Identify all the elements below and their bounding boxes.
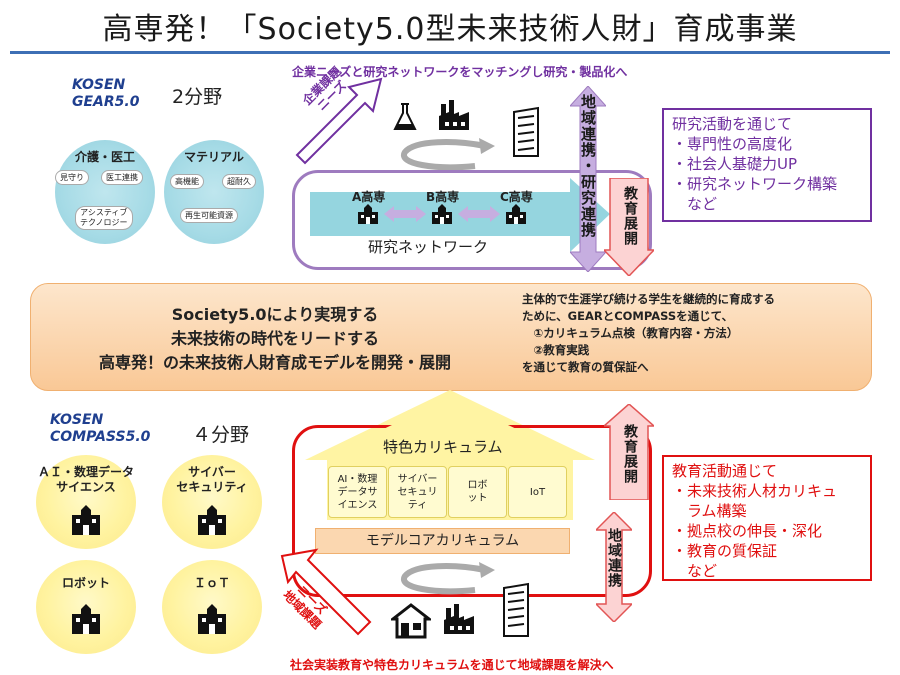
office-building-icon [503,582,529,637]
school-c-label: C高専 [500,190,533,204]
research-network-label: 研究ネットワーク [368,238,489,256]
edu-expand-top-label: 教育展開 [622,186,638,246]
office-building-icon [513,106,539,157]
tag-renewable: 再生可能資源 [180,208,238,223]
center-goal-text: Society5.0により実現する 未来技術の時代をリードする 高専発！の未来技… [98,305,451,372]
title-underline [10,51,890,54]
cluster-care-title: 介護・医工 [74,150,135,164]
school-b-icon [432,204,452,224]
gear-cluster-material: マテリアル 高機能 超耐久 再生可能資源 [164,140,264,244]
curriculum-robot: ロボット [448,466,507,518]
model-core-curriculum: モデルコアカリキュラム [315,528,570,554]
school-c-icon [506,204,526,224]
factory-icon [439,100,469,130]
regional-research-arrow [570,86,606,272]
tag-high-function: 高機能 [170,174,204,189]
center-quality-text: 主体的で生涯学び続ける学生を継続的に育成する ために、GEARとCOMPASSを… [522,292,775,374]
tag-durable: 超耐久 [222,174,256,189]
school-a-icon [358,204,378,224]
curriculum-ai: AI・数理データサイエンス [328,466,387,518]
regional-needs-arrow [280,548,372,636]
research-activity-box: 研究活動を通じて ・専門性の高度化 ・社会人基礎力UP ・研究ネットワーク構築 … [662,108,872,222]
field-iot: ＩｏＴ [162,560,262,654]
center-goal-box [30,283,872,391]
gear-fields-count: 2分野 [172,86,223,108]
field-ai-data-science: ＡＩ・数理データサイエンス [36,455,136,549]
regional-research-label: 地域連携・研究連携 [579,94,597,238]
top-banner: 企業ニーズと研究ネットワークをマッチングし研究・製品化へ [292,65,628,79]
corporate-needs-arrow [295,77,383,165]
cycle-arrow-top [400,138,495,171]
house-icon [391,603,431,639]
bottom-banner: 社会実装教育や特色カリキュラムを通じて地域課題を解決へ [290,658,614,672]
curriculum-iot: IoT [508,466,567,518]
education-activity-box: 教育活動通じて ・未来技術人材カリキュ ラム構築 ・拠点校の伸長・深化 ・教育の… [662,455,872,581]
cluster-material-title: マテリアル [184,150,244,164]
cycle-arrow-bottom [400,562,495,595]
compass-fields-count: ４分野 [192,424,250,446]
school-b-label: B高専 [426,190,460,204]
regional-arrow [596,512,632,622]
curriculum-title: 特色カリキュラム [383,438,503,456]
school-building-icon [198,505,226,535]
school-building-icon [198,604,226,634]
factory-icon [444,604,474,634]
edu-expand-bottom-label: 教育展開 [622,424,638,484]
regional-label: 地域連携 [606,528,622,588]
tag-medical-engineering: 医工連携 [101,170,143,185]
page-title: 高専発！「Society5.0型未来技術人財」育成事業 [102,12,798,47]
school-building-icon [72,505,100,535]
curriculum-cyber: サイバーセキュリティ [388,466,447,518]
tag-monitoring: 見守り [55,170,89,185]
field-robot: ロボット [36,560,136,654]
gear-cluster-care: 介護・医工 見守り 医工連携 アシスティブテクノロジー [55,140,155,244]
school-a-label: A高専 [352,190,386,204]
double-arrow-ab-icon [384,206,426,222]
tag-assistive-tech: アシスティブテクノロジー [75,206,133,230]
field-cyber-security: サイバーセキュリティ [162,455,262,549]
edu-expand-top-arrow [604,178,654,276]
edu-expand-bottom-arrow [604,404,654,500]
flask-icon [393,103,417,130]
double-arrow-bc-icon [458,206,500,222]
school-building-icon [72,604,100,634]
